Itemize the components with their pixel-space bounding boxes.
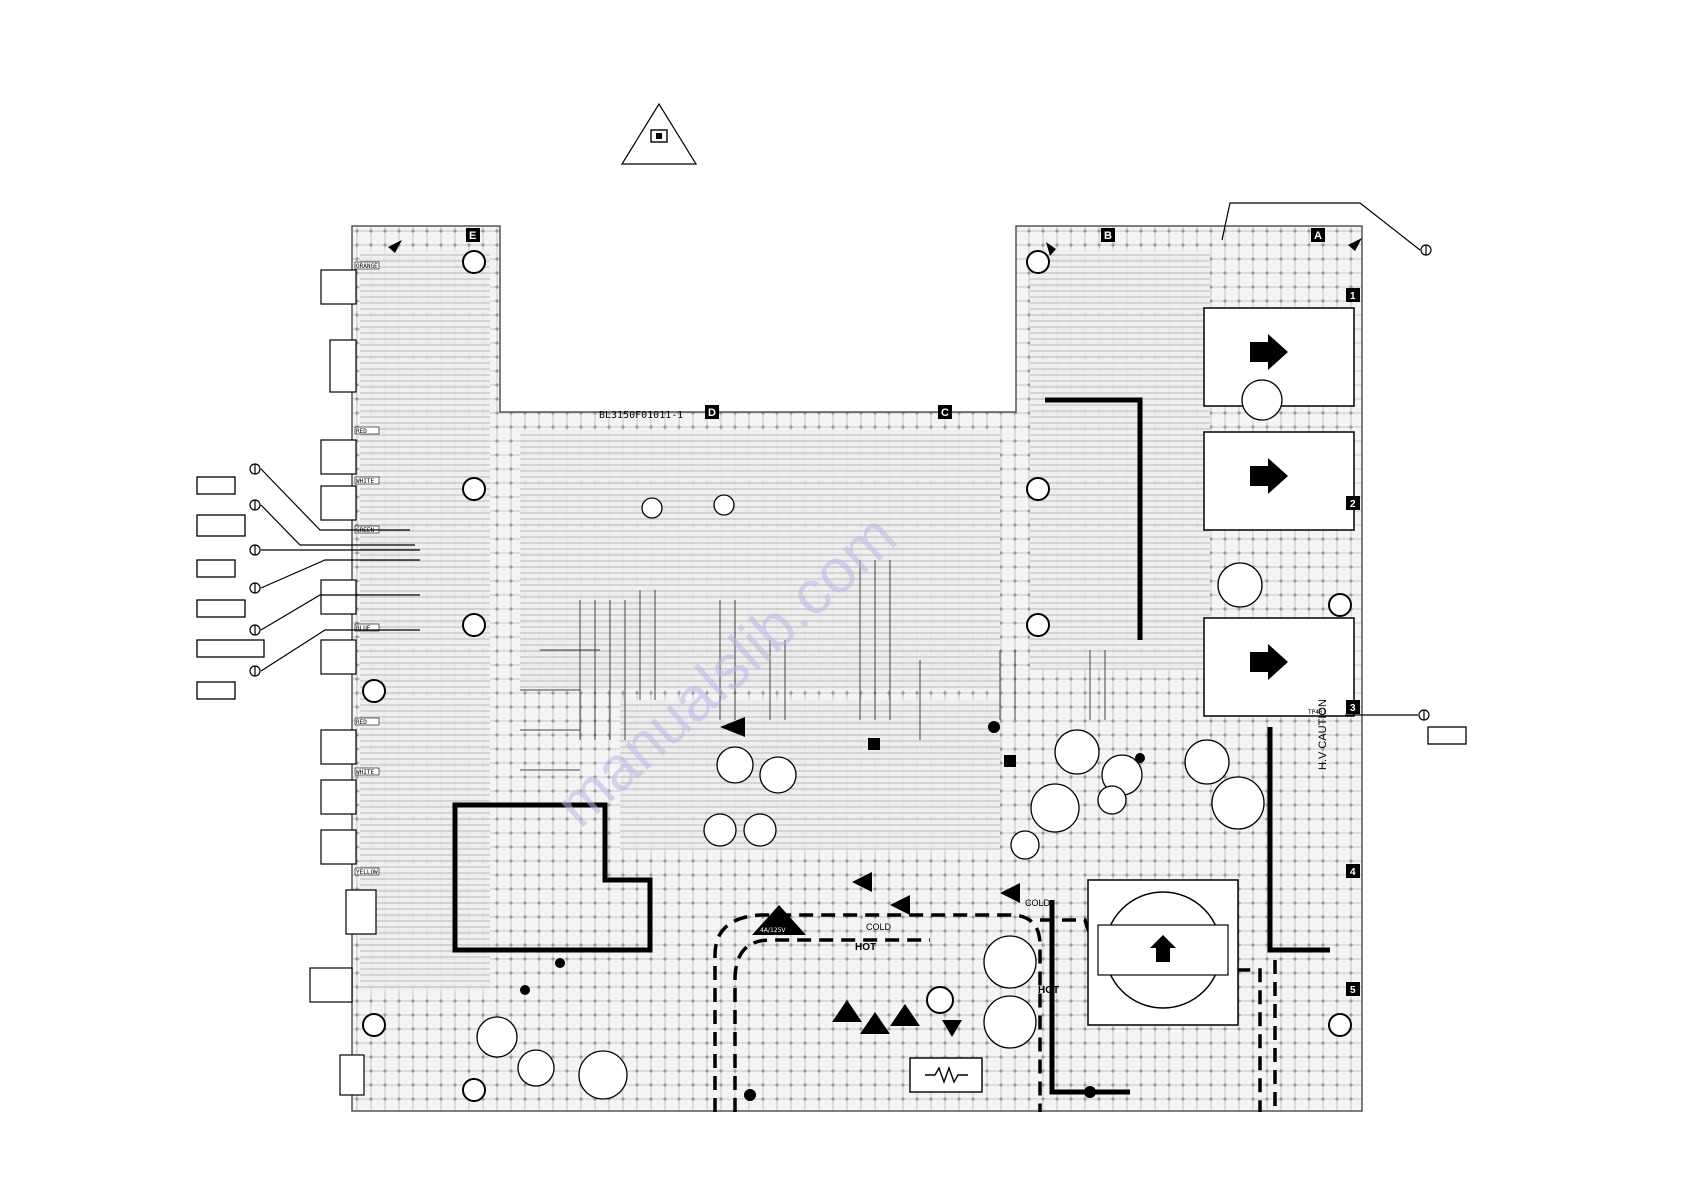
diodes-and-pads xyxy=(520,717,1145,1101)
cold-label-2: COLD xyxy=(1025,898,1051,908)
callout-leaders-left xyxy=(260,202,1421,716)
hv-caution-label: H.V CAUTION xyxy=(1317,699,1329,770)
component-rows xyxy=(520,560,1106,771)
jack-label-red-2: RED xyxy=(356,719,367,726)
jack-connectors xyxy=(309,269,377,1096)
board-part-number: BL3150F01011-1 xyxy=(599,410,683,421)
edge-marker-1: 1 xyxy=(1350,291,1356,302)
section-marker-e: E xyxy=(469,230,476,242)
arrow-icon xyxy=(388,238,1362,1037)
jack-label-white: WHITE xyxy=(356,478,374,485)
hot-label-2: HOT xyxy=(855,942,876,953)
edge-markers: 1 2 3 4 5 xyxy=(1346,288,1360,996)
resistor-r601 xyxy=(909,1057,983,1093)
section-marker-b: B xyxy=(1104,230,1112,242)
jack-label-white-2: WHITE xyxy=(356,769,374,776)
fuse-warning-triangle-icon xyxy=(620,102,698,165)
jack-label-yellow: YELLOW xyxy=(356,869,378,876)
capacitors xyxy=(476,379,1283,1100)
mounting-hole-icon xyxy=(362,250,1352,1102)
jack-label-orange: ORANGE xyxy=(356,263,378,270)
section-markers: E B A D C xyxy=(466,228,1325,419)
testpoint-label: TP401 xyxy=(1308,709,1326,716)
fuse-rating-badge: 4A/125V xyxy=(752,905,806,935)
callout-circle-icon xyxy=(249,244,1432,721)
bold-traces xyxy=(452,397,1330,1095)
section-marker-c: C xyxy=(941,407,949,419)
section-marker-a: A xyxy=(1314,230,1322,242)
transformer-main xyxy=(1087,879,1239,1026)
section-marker-d: D xyxy=(708,407,716,419)
transformer-t453 xyxy=(1203,617,1355,717)
trace-regions xyxy=(360,250,1210,990)
edge-marker-2: 2 xyxy=(1350,499,1356,510)
edge-marker-4: 4 xyxy=(1350,867,1356,878)
jack-label-red: RED xyxy=(356,428,367,435)
edge-marker-3: 3 xyxy=(1350,703,1356,714)
transformer-t452 xyxy=(1203,431,1355,531)
callout-boxes xyxy=(196,476,1467,745)
svg-text:4A/125V: 4A/125V xyxy=(760,927,786,934)
edge-marker-5: 5 xyxy=(1350,985,1356,996)
cold-label: COLD xyxy=(866,922,892,932)
jack-label-blue: BLUE xyxy=(356,625,371,632)
hot-label: HOT xyxy=(1038,985,1059,996)
